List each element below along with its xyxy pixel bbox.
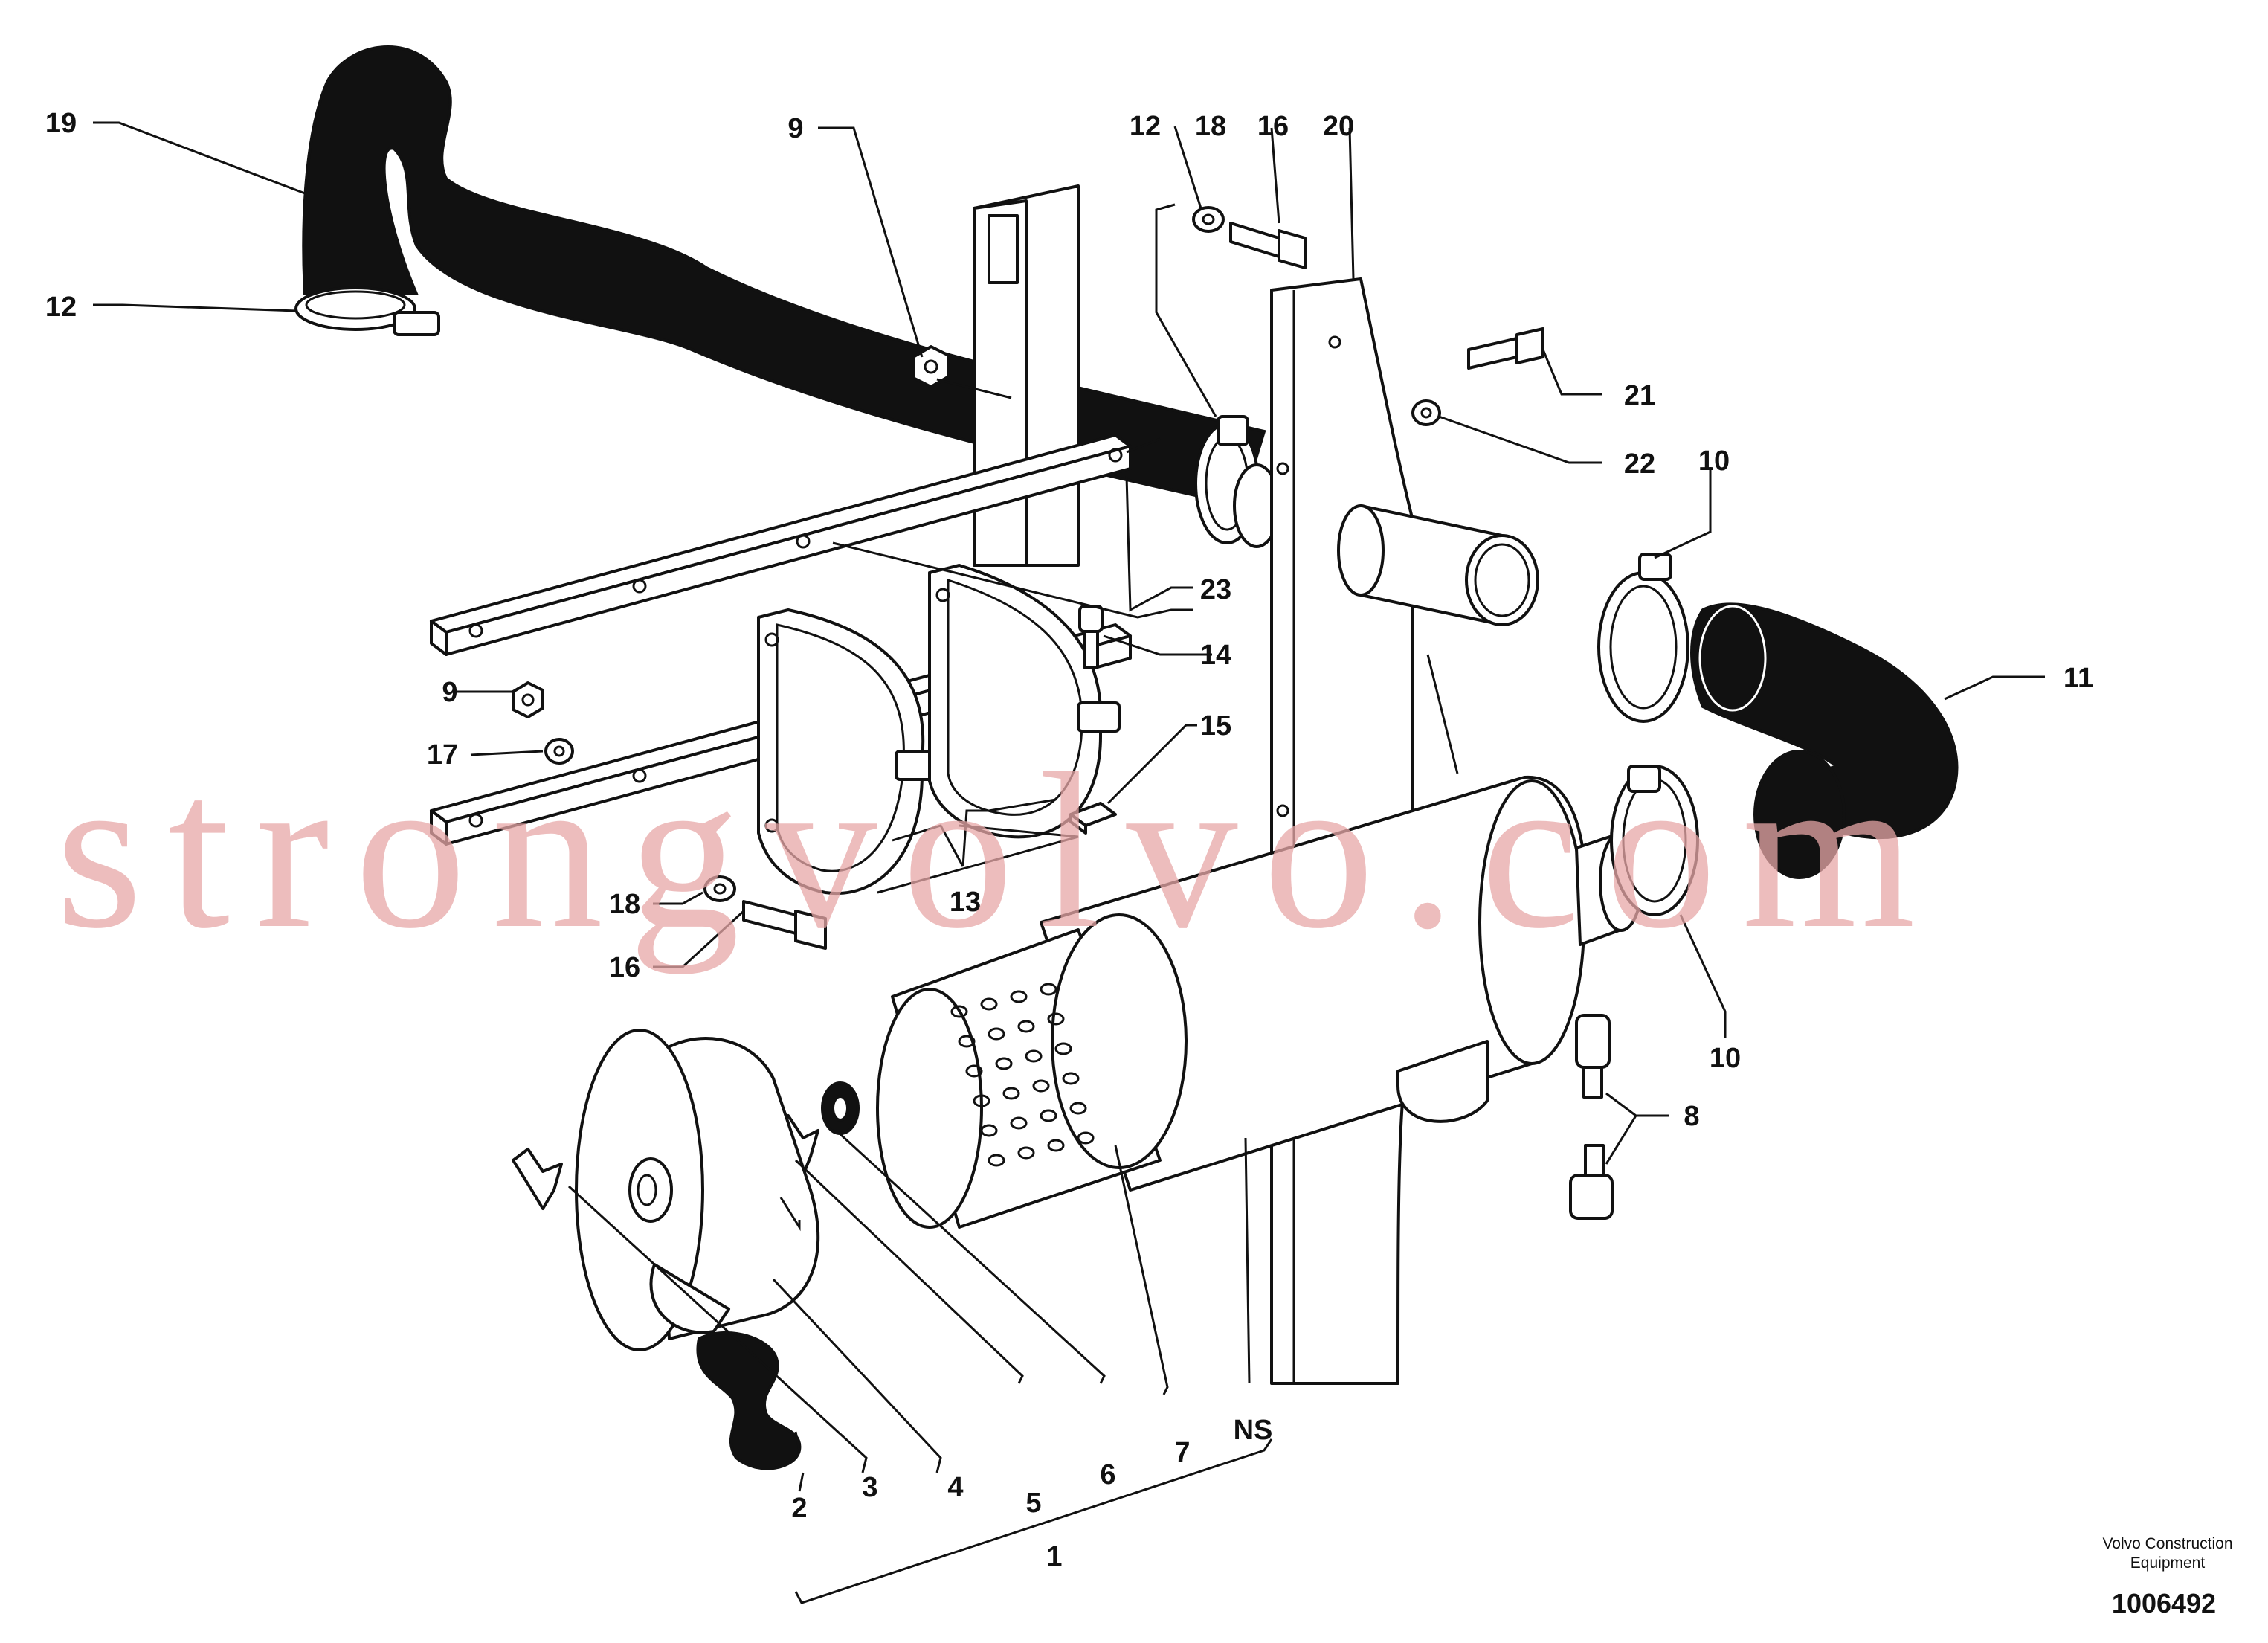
mounting-strap-right xyxy=(928,564,1121,839)
square-nut xyxy=(1069,802,1117,835)
dust-valve xyxy=(696,1331,802,1470)
label-6: 6 xyxy=(1100,1459,1115,1491)
label-22: 22 xyxy=(1624,448,1655,480)
label-18-lower: 18 xyxy=(609,889,640,920)
label-10-lower: 10 xyxy=(1710,1043,1741,1074)
wing-nut-left xyxy=(512,1148,563,1210)
label-8: 8 xyxy=(1684,1101,1699,1132)
label-NS: NS xyxy=(1234,1415,1273,1446)
mounting-strap-left xyxy=(757,608,938,896)
washer-left xyxy=(544,738,574,765)
filter-cover xyxy=(575,1029,820,1351)
label-12-left: 12 xyxy=(45,292,77,323)
drawing-number: 1006492 xyxy=(2112,1588,2216,1618)
label-4: 4 xyxy=(947,1472,963,1503)
support-rail-upper xyxy=(430,434,1132,656)
label-9-lower: 9 xyxy=(442,677,457,708)
credit-line-2: Equipment xyxy=(2130,1554,2206,1572)
credit-line-1: Volvo Construction xyxy=(2102,1535,2232,1552)
filter-perforations xyxy=(950,983,1095,1167)
leader-lines xyxy=(93,121,2045,1604)
label-3: 3 xyxy=(862,1472,877,1503)
label-1: 1 xyxy=(1046,1541,1062,1572)
label-10-upper: 10 xyxy=(1698,446,1730,477)
label-11: 11 xyxy=(2064,663,2093,694)
hose-clamp-mid xyxy=(1194,415,1280,548)
bolt-lower xyxy=(742,900,827,950)
part-labels: 19 12 9 12 18 16 20 21 22 10 23 14 9 17 … xyxy=(45,108,2093,1572)
cap-screw xyxy=(1078,605,1104,669)
vertical-bracket xyxy=(973,184,1080,567)
elbow-hose xyxy=(1690,602,1959,879)
fitting-lower xyxy=(1569,1144,1614,1220)
label-9-upper: 9 xyxy=(787,113,803,144)
label-16-top: 16 xyxy=(1257,111,1289,142)
hose-clamp-right-lower xyxy=(1610,765,1699,916)
fitting-upper xyxy=(1575,1014,1611,1099)
label-19: 19 xyxy=(45,108,77,139)
washer-top xyxy=(1192,206,1225,233)
label-13: 13 xyxy=(950,887,981,918)
hex-nut-left xyxy=(512,681,544,718)
washer-lower xyxy=(703,875,736,902)
hose-clamp-upper-left xyxy=(294,286,440,336)
label-2: 2 xyxy=(791,1493,807,1524)
label-7: 7 xyxy=(1174,1437,1190,1468)
label-5: 5 xyxy=(1025,1488,1041,1519)
label-17: 17 xyxy=(427,739,458,771)
label-18-top: 18 xyxy=(1195,111,1226,142)
label-15: 15 xyxy=(1200,710,1231,742)
bolt-right xyxy=(1467,327,1544,370)
washer-right xyxy=(1411,399,1441,426)
bolt-top xyxy=(1229,222,1307,269)
hose-clamp-right-upper xyxy=(1597,553,1689,723)
label-21: 21 xyxy=(1624,380,1655,411)
label-16-lower: 16 xyxy=(609,952,640,983)
watermark: strongvolvo.com xyxy=(56,727,1941,975)
label-14: 14 xyxy=(1200,640,1231,671)
label-20: 20 xyxy=(1323,111,1354,142)
label-23: 23 xyxy=(1200,574,1231,605)
label-12-top: 12 xyxy=(1130,111,1161,142)
seal-ring xyxy=(821,1081,860,1135)
filter-element xyxy=(876,913,1188,1229)
